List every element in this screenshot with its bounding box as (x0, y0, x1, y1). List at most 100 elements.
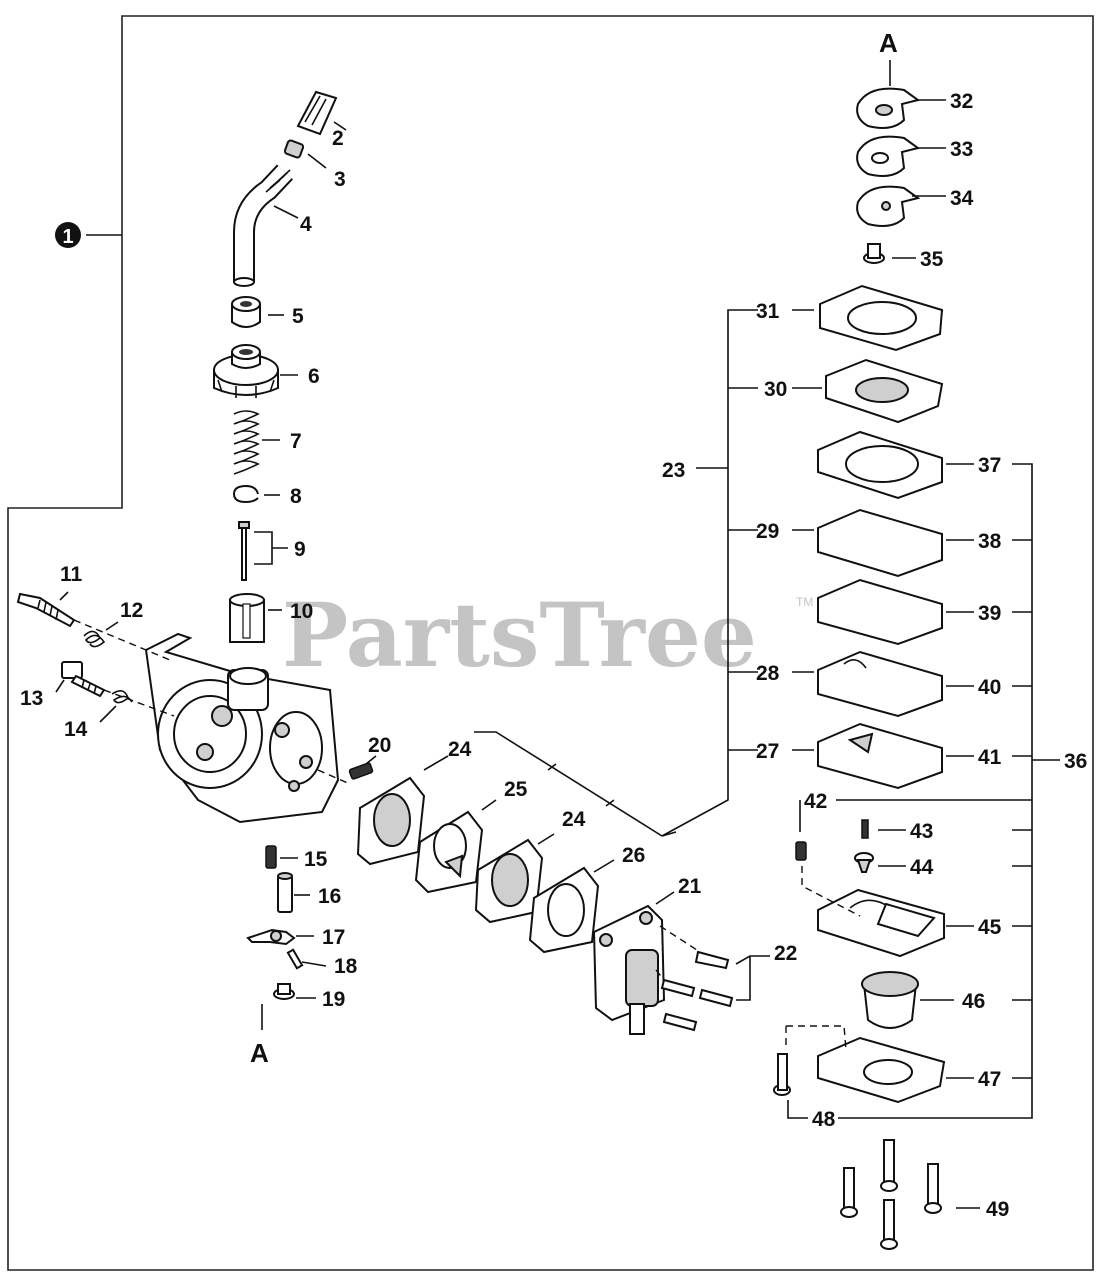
pin-part-43[interactable] (861, 819, 869, 839)
callout-27[interactable]: 27 (756, 740, 779, 763)
needle-part[interactable] (238, 521, 250, 581)
callout-14[interactable]: 14 (64, 718, 88, 741)
screw-part-48[interactable] (773, 1053, 791, 1096)
pin-part[interactable] (277, 872, 293, 913)
callout-19[interactable]: 19 (322, 988, 345, 1011)
callout-48[interactable]: 48 (812, 1108, 836, 1131)
callout-23[interactable]: 23 (662, 459, 685, 482)
gasket-part-c[interactable] (474, 838, 544, 924)
gasket-part-d[interactable] (528, 866, 600, 954)
callout-17[interactable]: 17 (322, 926, 345, 949)
callout-37[interactable]: 37 (978, 454, 1001, 477)
callout-41[interactable]: 41 (978, 746, 1002, 769)
spring-pin-part[interactable] (265, 845, 277, 869)
fuel-tube-part[interactable] (233, 164, 293, 287)
callout-25[interactable]: 25 (504, 778, 528, 801)
spring-part-small[interactable] (83, 630, 106, 648)
bushing-part[interactable] (231, 296, 261, 328)
cap-part-46[interactable] (861, 971, 919, 1029)
callout-38[interactable]: 38 (978, 530, 1002, 553)
plate-part-47[interactable] (817, 1036, 946, 1104)
callout-33[interactable]: 33 (950, 138, 973, 161)
carburetor-body-part[interactable] (144, 632, 340, 824)
callout-11[interactable]: 11 (60, 563, 83, 586)
spring-part[interactable] (233, 410, 260, 475)
body-part-37[interactable] (817, 430, 943, 500)
gasket-part-31[interactable] (819, 284, 944, 352)
gasket-part-38[interactable] (817, 508, 943, 578)
callout-10[interactable]: 10 (290, 600, 313, 623)
callout-34[interactable]: 34 (950, 187, 974, 210)
reference-mark-bottom: A (250, 1038, 269, 1068)
callout-26[interactable]: 26 (622, 844, 645, 867)
callout-44[interactable]: 44 (910, 856, 934, 879)
callout-36[interactable]: 36 (1064, 750, 1087, 773)
plate-part-39[interactable] (817, 578, 943, 646)
callout-31[interactable]: 31 (756, 300, 780, 323)
callout-3[interactable]: 3 (334, 168, 346, 191)
plate-part-32[interactable] (856, 87, 921, 129)
callout-24-a[interactable]: 24 (448, 738, 472, 761)
callout-18[interactable]: 18 (334, 955, 358, 978)
callout-15[interactable]: 15 (304, 848, 328, 871)
callout-2[interactable]: 2 (332, 127, 344, 150)
valve-part-44[interactable] (854, 852, 874, 873)
callout-24-b[interactable]: 24 (562, 808, 586, 831)
diaphragm-part-30[interactable] (825, 358, 944, 424)
callout-47[interactable]: 47 (978, 1068, 1001, 1091)
callout-4[interactable]: 4 (300, 213, 312, 236)
callout-22[interactable]: 22 (774, 942, 797, 965)
callout-16[interactable]: 16 (318, 885, 341, 908)
screw-part-22[interactable] (660, 950, 734, 1032)
callout-49[interactable]: 49 (986, 1198, 1009, 1221)
pump-cap-part[interactable] (213, 344, 279, 398)
callout-42[interactable]: 42 (804, 790, 827, 813)
callout-29[interactable]: 29 (756, 520, 779, 543)
callout-30[interactable]: 30 (764, 378, 787, 401)
callout-39[interactable]: 39 (978, 602, 1001, 625)
pump-cover-part[interactable] (592, 904, 666, 1035)
assembly-badge[interactable]: 1 (55, 222, 122, 248)
spring-part-small-2[interactable] (111, 690, 133, 704)
callout-32[interactable]: 32 (950, 90, 973, 113)
fuel-filter-cap-part[interactable] (296, 90, 338, 136)
callout-20[interactable]: 20 (368, 734, 391, 757)
diaphragm-part-40[interactable] (817, 650, 943, 718)
body-part-45[interactable] (817, 888, 945, 958)
screw-part[interactable] (273, 983, 295, 1000)
idle-screw-part[interactable] (16, 592, 76, 628)
lever-part[interactable] (246, 928, 296, 946)
callout-5[interactable]: 5 (292, 305, 304, 328)
reference-mark-top: A (879, 28, 898, 58)
gasket-part-41[interactable] (817, 722, 943, 790)
callout-9[interactable]: 9 (294, 538, 306, 561)
sleeve-part[interactable] (229, 593, 265, 643)
callout-7[interactable]: 7 (290, 430, 302, 453)
callout-45[interactable]: 45 (978, 916, 1002, 939)
screw-part-35[interactable] (863, 243, 885, 264)
callout-21[interactable]: 21 (678, 875, 702, 898)
screw-set-part-49[interactable] (840, 1139, 942, 1250)
watermark-trademark: TM (796, 595, 813, 609)
gasket-part-b[interactable] (414, 810, 484, 894)
spring-part-20[interactable] (348, 762, 374, 780)
callout-12[interactable]: 12 (120, 599, 143, 622)
needle-screw-part[interactable] (61, 661, 106, 698)
callout-28[interactable]: 28 (756, 662, 780, 685)
callout-46[interactable]: 46 (962, 990, 985, 1013)
callout-40[interactable]: 40 (978, 676, 1001, 699)
fitting-part[interactable] (283, 139, 305, 159)
callout-35[interactable]: 35 (920, 248, 944, 271)
pin-part-small[interactable] (286, 948, 304, 970)
gasket-part-a[interactable] (356, 776, 426, 866)
callout-13[interactable]: 13 (20, 687, 43, 710)
alignment-lines (73, 619, 861, 1051)
retaining-ring-part[interactable] (232, 484, 259, 504)
leader-lines (55, 99, 1060, 1209)
callout-43[interactable]: 43 (910, 820, 933, 843)
plate-part-33[interactable] (856, 135, 921, 177)
plate-part-34[interactable] (856, 185, 921, 227)
callout-6[interactable]: 6 (308, 365, 320, 388)
spring-part-42[interactable] (795, 841, 807, 861)
callout-8[interactable]: 8 (290, 485, 302, 508)
